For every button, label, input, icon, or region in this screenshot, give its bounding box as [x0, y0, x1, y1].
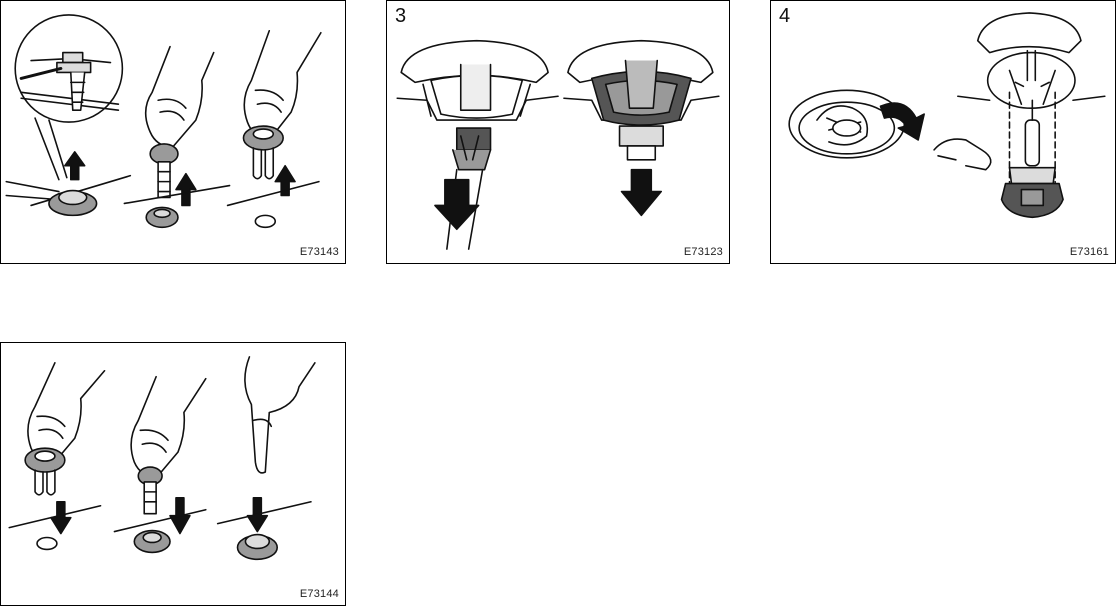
finger-pressing-clip [245, 357, 315, 473]
step-number: 3 [395, 5, 406, 28]
arrow-up-icon [65, 152, 85, 180]
spring-clip [934, 139, 991, 170]
figure-connector: 3 E73123 [386, 0, 730, 264]
figure-code: E73144 [300, 588, 339, 600]
clip-install-illustration [1, 343, 345, 605]
figure-code: E73161 [1070, 246, 1109, 258]
headlight-housing-right [564, 41, 719, 125]
installed-clip [218, 502, 311, 560]
connector-socket-right [620, 126, 664, 160]
empty-hole [228, 182, 319, 228]
hand-removing-grommet [243, 31, 320, 179]
connector-illustration [387, 1, 729, 263]
headlight-housing-left [397, 41, 558, 120]
arrow-up-icon [176, 174, 196, 206]
empty-hole [9, 506, 100, 550]
arrow-down-icon [622, 170, 662, 216]
figure-code: E73123 [684, 246, 723, 258]
figure-clip-removal: E73143 [0, 0, 346, 264]
figure-clip-install: E73144 [0, 342, 346, 606]
arrow-down-icon [435, 180, 479, 230]
figure-code: E73143 [300, 246, 339, 258]
figure-bulb-removal: 4 E73161 [770, 0, 1116, 264]
hand-pulling-clip [146, 47, 214, 198]
grommet-in-panel [114, 510, 205, 553]
housing-with-spring-clip [789, 90, 904, 157]
clip-in-panel [31, 176, 130, 216]
grommet-remaining [124, 186, 229, 228]
housing-bulb-socket [958, 13, 1105, 108]
hand-inserting-grommet [25, 363, 104, 495]
clip-removal-illustration [1, 1, 345, 263]
bulb-removal-illustration [771, 1, 1115, 263]
screwdriver [6, 182, 59, 200]
hand-inserting-pin [131, 377, 206, 514]
magnifier-callout [15, 15, 122, 180]
halogen-bulb [1002, 100, 1064, 217]
step-number: 4 [779, 5, 790, 28]
